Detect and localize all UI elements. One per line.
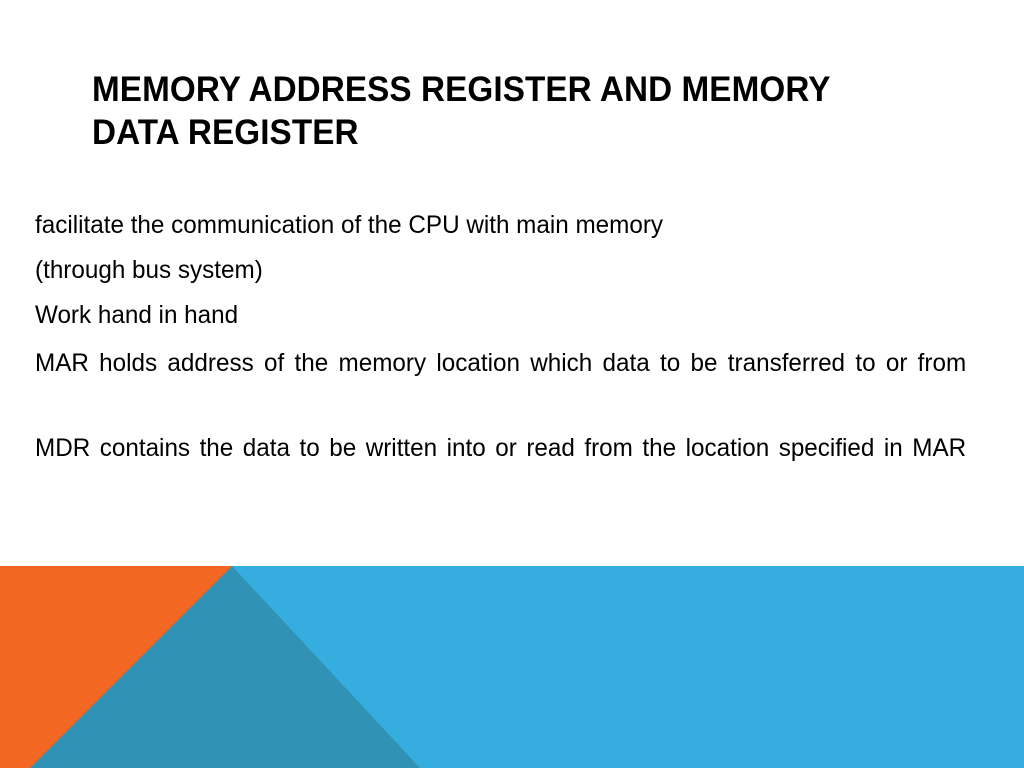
page-title: Memory address register and memory data … — [92, 70, 830, 152]
footer-decoration — [0, 566, 1024, 768]
body-paragraph-1: facilitate the communication of the CPU … — [35, 211, 664, 239]
slide-body-block: facilitate the communication of the CPU … — [35, 203, 995, 513]
footer-teal-triangle — [30, 566, 420, 768]
body-paragraph-3: Work hand in hand — [35, 301, 239, 329]
slide-title-block: Memory address register and memory data … — [92, 68, 922, 154]
body-paragraph-4: MAR holds address of the memory location… — [35, 349, 967, 377]
body-paragraph-5: MDR contains the data to be written into… — [35, 434, 967, 462]
body-paragraph-2: (through bus system) — [35, 256, 263, 284]
